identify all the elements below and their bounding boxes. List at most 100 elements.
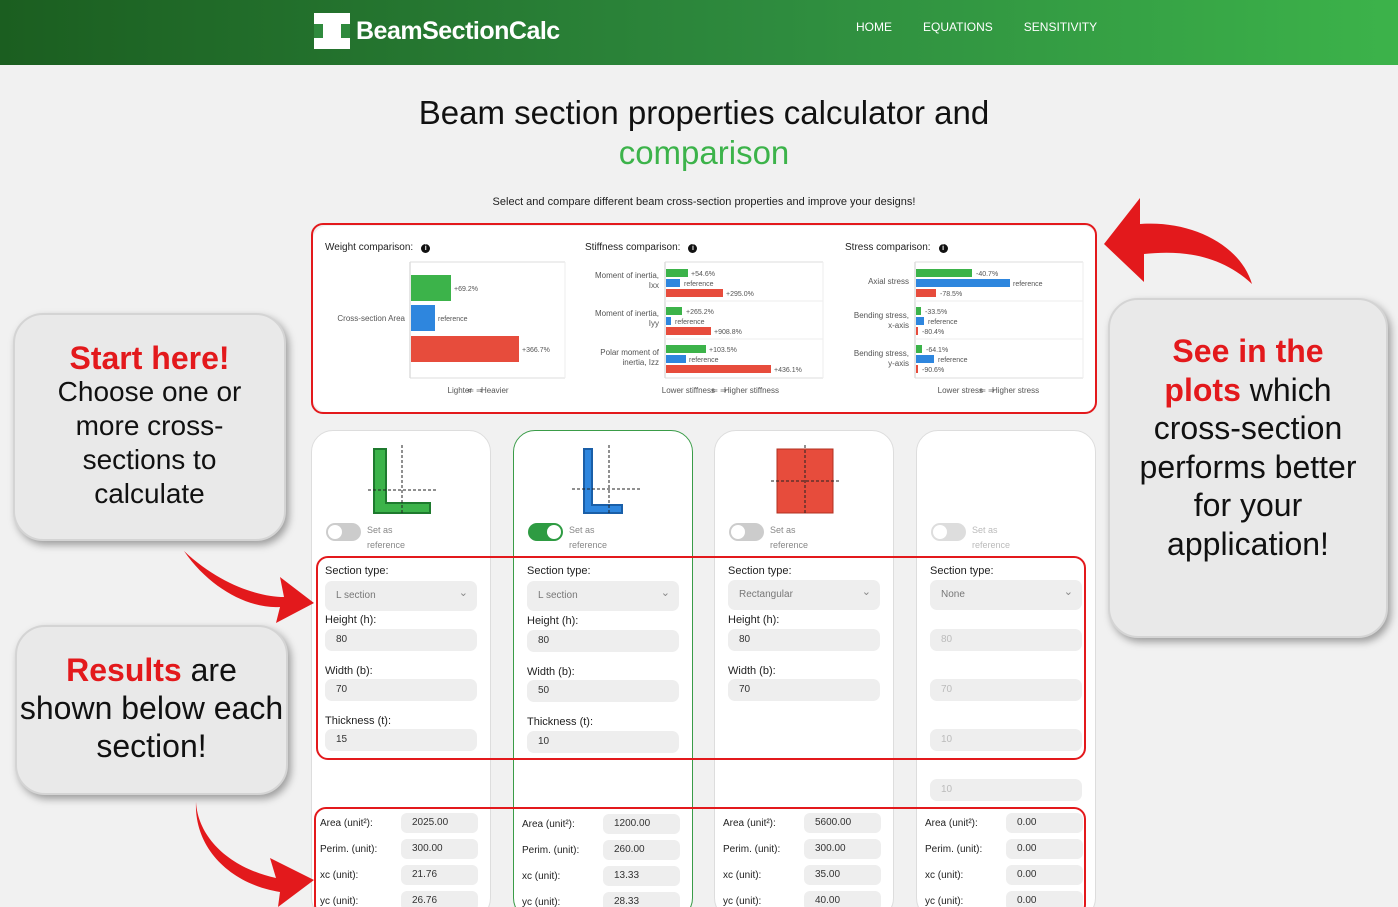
stiffness-chart-svg: Moment of inertia, Ixx +54.6% reference … (595, 261, 824, 395)
thickness-input[interactable]: 15 (325, 729, 477, 751)
nav-sensitivity[interactable]: SENSITIVITY (1023, 20, 1098, 34)
callout-start-text: Choose one or more cross-sections to cal… (57, 376, 242, 509)
width-input[interactable]: 70 (728, 679, 880, 701)
stress-bar-2-ref (916, 317, 924, 325)
stress-cat-2a: Bending stress, (854, 311, 909, 320)
nav-equations[interactable]: EQUATIONS (923, 20, 993, 34)
top-navbar: BeamSectionCalc HOME EQUATIONS SENSITIVI… (0, 0, 1398, 65)
weight-label-1: +69.2% (454, 286, 478, 293)
reference-toggle[interactable] (729, 523, 764, 541)
stress-label-2c: -80.4% (922, 329, 944, 336)
stiffness-label-2a: +265.2% (686, 309, 714, 316)
stiffness-label-1b: reference (684, 281, 714, 288)
callout-start-highlight: Start here! (69, 340, 230, 376)
stress-label-1a: -40.7% (976, 271, 998, 278)
beam-logo-icon (314, 13, 350, 49)
height-input[interactable]: 80 (728, 629, 880, 651)
perimeter-value: 300.00 (401, 839, 478, 859)
stress-chart: Stress comparison:i Axial stress -40.7% … (845, 238, 1095, 408)
stiffness-bar-2-red (666, 327, 711, 335)
weight-chart-svg: Cross-section Area +69.2% reference +366… (337, 261, 566, 395)
stiffness-bar-3-ref (666, 355, 686, 363)
stress-label-3b: reference (938, 357, 968, 364)
width-input[interactable]: 70 (930, 679, 1082, 701)
perimeter-value: 0.00 (1006, 839, 1083, 859)
reference-toggle[interactable] (931, 523, 966, 541)
thickness-input[interactable]: 10 (930, 729, 1082, 751)
callout-plots-text: which cross-section performs better for … (1139, 371, 1357, 562)
info-icon[interactable]: i (688, 244, 698, 253)
weight-axis-right: Heavier (481, 386, 509, 395)
callout-plots: See in the plots which cross-section per… (1108, 298, 1388, 638)
area-label: Area (unit²): (723, 818, 776, 829)
height-input[interactable]: 80 (527, 630, 679, 652)
area-value: 5600.00 (804, 813, 881, 833)
section-card-3: Set as reference Section type: Rectangul… (714, 430, 894, 907)
section-type-label: Section type: (930, 565, 994, 577)
height-input[interactable]: 80 (930, 629, 1082, 651)
stiffness-label-1c: +295.0% (726, 291, 754, 298)
rectangular-section-shape-icon (771, 445, 839, 515)
stress-label-1c: -78.5% (940, 291, 962, 298)
width-input[interactable]: 50 (527, 680, 679, 702)
stress-label-2a: -33.5% (925, 309, 947, 316)
brand-logo[interactable]: BeamSectionCalc (314, 13, 560, 49)
comparison-charts-panel: Weight comparison:i Cross-section Area +… (313, 226, 1097, 412)
section-type-label: Section type: (325, 565, 389, 577)
section-card-2: Set as reference Section type: L section… (513, 430, 693, 907)
callout-results-text: are shown below each section! (19, 652, 284, 764)
perimeter-label: Perim. (unit): (320, 844, 378, 855)
stress-cat-2b: x-axis (888, 321, 909, 330)
stress-bar-3-ref (916, 355, 934, 363)
stiffness-label-3a: +103.5% (709, 347, 737, 354)
nav-home[interactable]: HOME (856, 20, 892, 34)
callout-results-highlight: Results (66, 652, 182, 688)
extra-input[interactable]: 10 (930, 779, 1082, 801)
section-type-select[interactable]: Rectangular (728, 580, 880, 610)
perimeter-label: Perim. (unit): (925, 844, 983, 855)
stiffness-cat-3a: Polar moment of (600, 348, 659, 357)
yc-value: 28.33 (603, 892, 680, 907)
stress-bar-3-red (916, 365, 918, 373)
width-input[interactable]: 70 (325, 679, 477, 701)
thickness-label: Thickness (t): (325, 715, 392, 727)
callout-results: Results are shown below each section! (15, 625, 288, 795)
section-card-4: Set as reference Section type: None 80 7… (916, 430, 1096, 907)
area-label: Area (unit²): (522, 819, 575, 830)
section-type-select[interactable]: None (930, 580, 1082, 610)
xc-value: 35.00 (804, 865, 881, 885)
weight-category-label: Cross-section Area (337, 314, 405, 323)
reference-toggle-label: Set as reference (972, 525, 1011, 550)
stress-cat-1: Axial stress (868, 277, 909, 286)
thickness-input[interactable]: 10 (527, 731, 679, 753)
section-type-select[interactable]: L section (325, 581, 477, 611)
svg-text:⇐ ⇒: ⇐ ⇒ (979, 386, 995, 395)
stiffness-bar-2-ref (666, 317, 671, 325)
stress-chart-title: Stress comparison: (845, 242, 931, 253)
perimeter-value: 300.00 (804, 839, 881, 859)
arrow-to-charts-icon (1104, 198, 1252, 284)
stiffness-bar-2-green (666, 307, 682, 315)
area-label: Area (unit²): (925, 818, 978, 829)
yc-label: yc (unit): (522, 897, 561, 907)
section-type-select[interactable]: L section (527, 581, 679, 611)
stiffness-bar-1-green (666, 269, 688, 277)
l-section-shape-icon (572, 445, 640, 515)
stress-axis-left: Lower stress (938, 386, 983, 395)
yc-value: 26.76 (401, 891, 478, 907)
weight-label-3: +366.7% (522, 347, 550, 354)
yc-value: 0.00 (1006, 891, 1083, 907)
info-icon[interactable]: i (421, 244, 431, 253)
height-input[interactable]: 80 (325, 629, 477, 651)
yc-label: yc (unit): (925, 896, 964, 907)
arrow-to-results-icon (195, 802, 314, 907)
page-title-accent: comparison (618, 134, 790, 171)
reference-toggle[interactable] (326, 523, 361, 541)
xc-label: xc (unit): (925, 870, 964, 881)
stiffness-bar-1-red (666, 289, 723, 297)
width-label: Width (b): (728, 665, 776, 677)
reference-toggle[interactable] (528, 523, 563, 541)
width-label: Width (b): (325, 665, 373, 677)
xc-value: 0.00 (1006, 865, 1083, 885)
info-icon[interactable]: i (938, 244, 948, 253)
